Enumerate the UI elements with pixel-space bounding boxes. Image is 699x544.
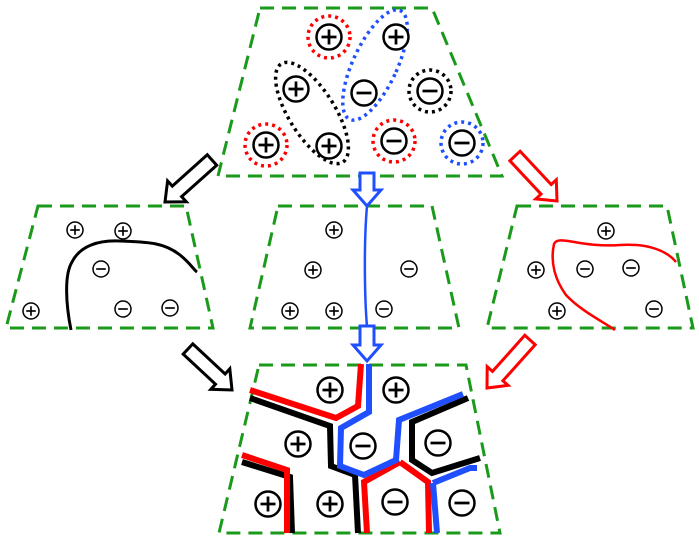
positive-charge-icon (548, 302, 566, 320)
negative-charge-icon (350, 79, 378, 107)
right-panel (485, 204, 695, 332)
positive-charge-icon (316, 376, 344, 404)
negative-charge-icon (92, 260, 110, 278)
negative-charge-icon (416, 77, 444, 105)
positive-charge-icon (252, 131, 280, 159)
bottom-panel (217, 363, 502, 535)
positive-charge-icon (527, 261, 545, 279)
arrow-middle-to-bottom (349, 324, 385, 364)
negative-charge-icon (349, 432, 377, 460)
negative-charge-icon (375, 300, 393, 318)
positive-charge-icon (254, 490, 282, 518)
top-panel-border (216, 6, 505, 178)
positive-charge-icon (66, 221, 84, 239)
positive-charge-icon (22, 302, 40, 320)
red-ring (243, 122, 289, 168)
negative-charge-icon (576, 260, 594, 278)
negative-charge-icon (622, 259, 640, 277)
arrow-top-to-middle (349, 171, 385, 209)
blue-ring (439, 120, 485, 166)
positive-charge-icon (284, 430, 312, 458)
positive-charge-icon (304, 261, 322, 279)
positive-charge-icon (325, 302, 343, 320)
arrow-right-to-bottom (485, 333, 538, 390)
negative-charge-icon (400, 260, 418, 278)
arrow-top-to-left (163, 152, 219, 204)
negative-charge-icon (114, 300, 132, 318)
black-cluster-boundary (65, 239, 198, 331)
positive-charge-icon (316, 490, 344, 518)
top-panel (216, 6, 505, 178)
negative-charge-icon (381, 488, 409, 516)
positive-charge-icon (282, 75, 310, 103)
arrow-left-to-bottom (181, 341, 234, 392)
bottom-panel-border (217, 363, 502, 535)
positive-charge-icon (315, 23, 343, 51)
blue-cluster-boundary (363, 205, 370, 339)
red-ring (371, 118, 417, 164)
positive-charge-icon (597, 222, 615, 240)
black-ring (407, 68, 453, 114)
left-panel (4, 204, 215, 331)
black-group-outline (273, 60, 351, 166)
red-boundary (241, 363, 432, 534)
negative-charge-icon (161, 299, 179, 317)
positive-charge-icon (315, 132, 343, 160)
positive-charge-icon (382, 376, 410, 404)
negative-charge-icon (380, 127, 408, 155)
left-panel-border (4, 204, 215, 330)
negative-charge-icon (645, 300, 663, 318)
red-cluster-boundary (551, 239, 677, 332)
positive-charge-icon (114, 222, 132, 240)
arrows (163, 149, 559, 392)
red-ring (306, 14, 352, 60)
blue-boundary (336, 364, 477, 534)
negative-charge-icon (448, 489, 476, 517)
negative-charge-icon (424, 429, 452, 457)
middle-panel (248, 204, 461, 339)
middle-panel-border (248, 204, 461, 330)
negative-charge-icon (448, 129, 476, 157)
positive-charge-icon (382, 23, 410, 51)
positive-charge-icon (325, 221, 343, 239)
right-panel-border (485, 204, 695, 330)
positive-charge-icon (281, 302, 299, 320)
arrow-top-to-right (507, 149, 559, 203)
